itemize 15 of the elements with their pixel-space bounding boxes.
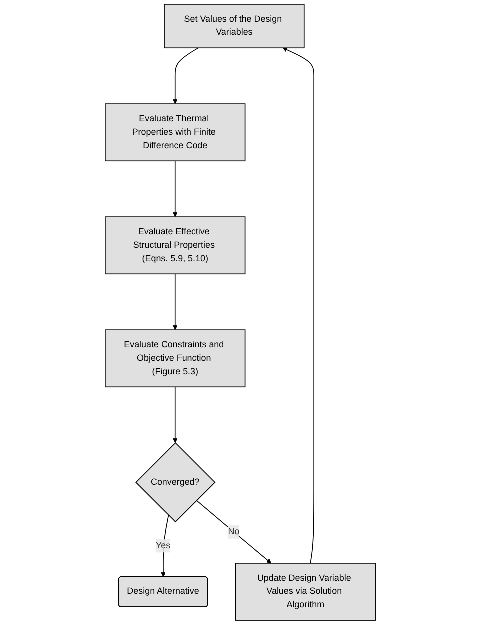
node-box: Evaluate Thermal Properties with Finite Difference Code xyxy=(105,104,246,162)
arrow xyxy=(172,48,199,104)
edge-label: Yes xyxy=(156,541,171,551)
arrow xyxy=(172,274,178,330)
node-diamond: Converged? xyxy=(136,442,216,523)
edge-label: No xyxy=(228,527,240,537)
node-box: Set Values of the Design Variables xyxy=(164,4,305,49)
arrow xyxy=(172,160,178,218)
arrow xyxy=(161,515,170,578)
arrow xyxy=(196,500,272,564)
node-box: Evaluate Constraints and Objective Function (Figure 5.3) xyxy=(105,330,246,388)
node-box: Evaluate Effective Structural Properties (Eqns. 5.9, 5.10) xyxy=(105,216,246,275)
arrow xyxy=(172,386,178,444)
node-box: Update Design Variable Values via Solution Algorithm xyxy=(235,563,376,621)
arrow xyxy=(282,48,314,564)
